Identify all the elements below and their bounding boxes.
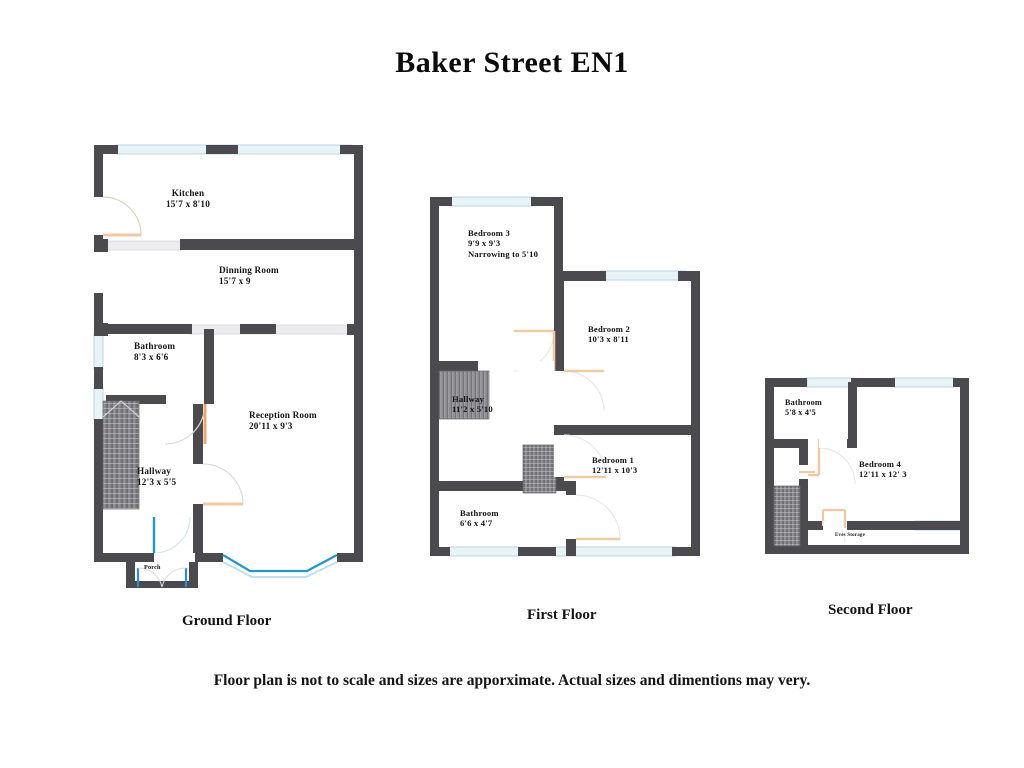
second-staircase — [773, 485, 801, 547]
second-outer-walls — [765, 378, 969, 554]
ground-internal-walls — [94, 239, 363, 555]
ground-interior-fill — [98, 149, 363, 562]
room-label-bedroom-3: Bedroom 3 9'9 x 9'3 Narrowing to 5'10 — [468, 228, 539, 259]
first-doors — [513, 329, 621, 541]
room-label-hallway-first: Hallway 11'2 x 5'10 — [452, 394, 493, 415]
room-label-dinning-room: Dinning Room 15'7 x 9 — [219, 265, 279, 287]
room-label-hallway: Hallway 12'3 x 5'5 — [137, 466, 177, 488]
first-floor-plan: Bedroom 3 9'9 x 9'3 Narrowing to 5'10 Be… — [428, 195, 712, 570]
ground-doors — [95, 196, 244, 562]
room-label-bathroom-first: Bathroom 6'6 x 4'7 — [460, 508, 499, 529]
room-label-eves-storage: Eves Storage — [835, 533, 866, 538]
ground-floor-drawing — [93, 144, 363, 588]
page-title: Baker Street EN1 — [395, 46, 629, 79]
second-doors — [799, 439, 856, 544]
floor-label-first: First Floor — [527, 607, 597, 623]
floor-label-ground: Ground Floor — [182, 613, 272, 629]
room-label-bedroom-1: Bedroom 1 12'11 x 10'3 — [592, 455, 638, 476]
room-label-porch: Porch — [144, 564, 161, 571]
floor-label-second: Second Floor — [828, 602, 913, 618]
ground-staircase — [102, 400, 140, 510]
room-label-bedroom-2: Bedroom 2 10'3 x 8'11 — [588, 324, 630, 345]
ground-porch — [126, 562, 198, 588]
disclaimer-note: Floor plan is not to scale and sizes are… — [213, 672, 811, 689]
room-label-bathroom: Bathroom 8'3 x 6'6 — [134, 341, 176, 363]
room-label-bedroom-4: Bedroom 4 12'11 x 12' 3 — [859, 459, 907, 480]
ground-bay-window — [222, 554, 338, 578]
room-label-bathroom-second: Bathroom 5'8 x 4'5 — [785, 398, 822, 417]
first-staircase — [438, 370, 557, 494]
ground-floor-plan: Kitchen 15'7 x 8'10 Dinning Room 15'7 x … — [92, 143, 378, 588]
first-floor-drawing — [430, 196, 700, 557]
second-floor-drawing — [765, 377, 969, 554]
first-outer-walls — [430, 197, 700, 556]
room-label-reception-room: Reception Room 20'11 x 9'3 — [249, 410, 317, 432]
room-label-kitchen: Kitchen 15'7 x 8'10 — [165, 188, 211, 210]
second-floor-plan: Bathroom 5'8 x 4'5 Bedroom 4 12'11 x 12'… — [763, 376, 978, 564]
